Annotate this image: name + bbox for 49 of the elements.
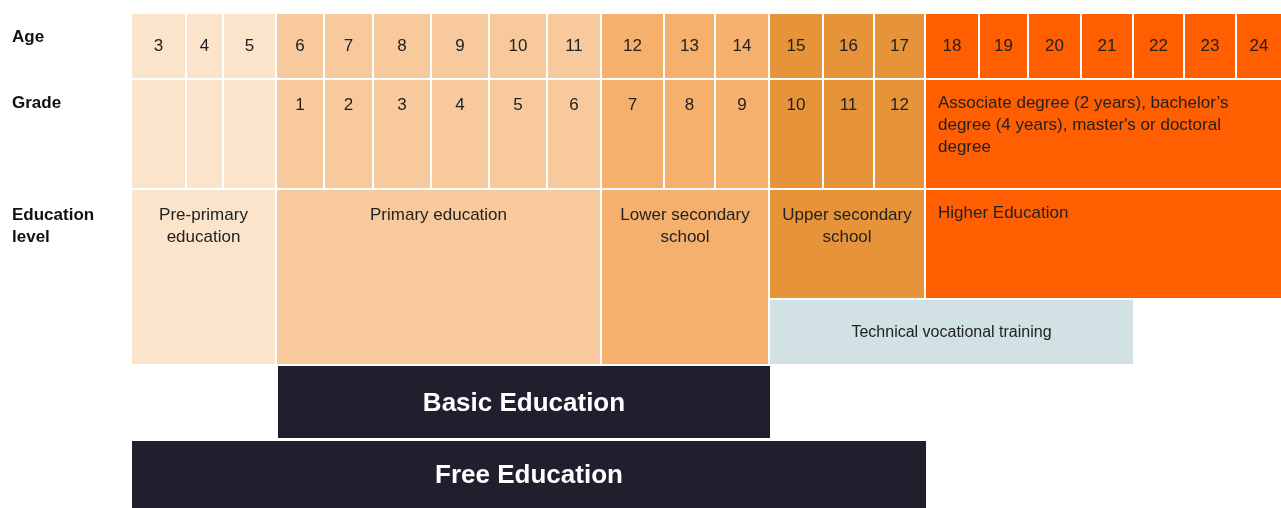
basic-education-bar: Basic Education [278,366,770,438]
row-header: Age [12,26,46,48]
age-cell: 4 [187,14,222,78]
grade-cell: 10 [770,80,822,188]
grade-cell [224,80,275,188]
free-education-bar: Free Education [132,441,926,508]
row-header: Grade [12,92,63,114]
age-cell: 12 [602,14,663,78]
grade-cell: 6 [548,80,600,188]
grade-cell: 3 [374,80,430,188]
age-cell: 20 [1029,14,1080,78]
age-cell: 3 [132,14,185,78]
level-cell: Primary education [277,190,600,364]
age-cell: 9 [432,14,488,78]
age-cell: 19 [980,14,1027,78]
grade-cell [132,80,185,188]
level-cell: Higher Education [926,190,1281,298]
degree-cell: Associate degree (2 years), bachelor’s degree (4 years), master's or doctoral degree [926,80,1281,188]
grade-cell: 11 [824,80,873,188]
age-cell: 8 [374,14,430,78]
training-bar: Technical vocational training [770,300,1133,364]
age-cell: 14 [716,14,768,78]
age-cell: 7 [325,14,372,78]
age-cell: 21 [1082,14,1132,78]
grade-cell: 4 [432,80,488,188]
level-cell: Lower secondary school [602,190,768,364]
age-cell: 23 [1185,14,1235,78]
age-cell: 16 [824,14,873,78]
row-header: Education level [12,204,96,248]
age-cell: 22 [1134,14,1183,78]
age-cell: 18 [926,14,978,78]
age-cell: 17 [875,14,924,78]
grade-cell: 7 [602,80,663,188]
age-cell: 13 [665,14,714,78]
age-cell: 5 [224,14,275,78]
grade-cell [187,80,222,188]
grade-cell: 2 [325,80,372,188]
grade-cell: 5 [490,80,546,188]
age-cell: 6 [277,14,323,78]
grade-cell: 9 [716,80,768,188]
grade-cell: 1 [277,80,323,188]
level-cell: Pre-primary education [132,190,275,364]
age-cell: 24 [1237,14,1281,78]
age-cell: 15 [770,14,822,78]
grade-cell: 8 [665,80,714,188]
age-cell: 10 [490,14,546,78]
level-cell: Upper secondary school [770,190,924,298]
grade-cell: 12 [875,80,924,188]
age-cell: 11 [548,14,600,78]
